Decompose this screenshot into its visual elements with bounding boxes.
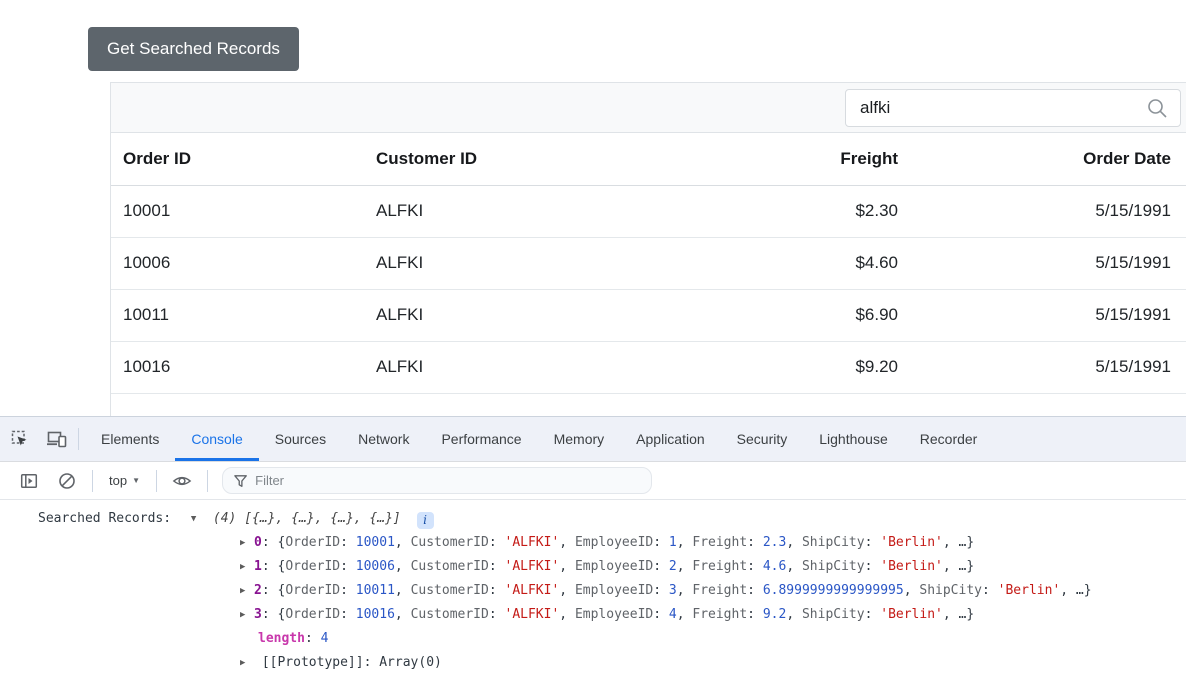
- expand-expander-icon[interactable]: ▶: [240, 610, 246, 620]
- table-cell: ALFKI: [364, 341, 656, 394]
- divider: [207, 469, 208, 492]
- prototype-label: [[Prototype]]: [261, 655, 364, 670]
- tab-recorder[interactable]: Recorder: [919, 431, 978, 447]
- tab-application[interactable]: Application: [636, 431, 705, 447]
- array-preview: (4) [{…}, {…}, {…}, {…}]: [212, 511, 401, 526]
- console-toolbar: top ▼: [0, 462, 1186, 500]
- console-output: Searched Records: ▼ (4) [{…}, {…}, {…}, {…: [0, 501, 1186, 685]
- prototype-value: Array(0): [379, 655, 442, 670]
- table-cell: 10011: [111, 289, 364, 342]
- column-header-order-date[interactable]: Order Date: [913, 133, 1186, 186]
- grid-toolbar: [111, 83, 1186, 133]
- expand-expander-icon[interactable]: ▶: [240, 562, 246, 572]
- column-header-customer-id[interactable]: Customer ID: [364, 133, 656, 186]
- console-log-line: Searched Records: ▼ (4) [{…}, {…}, {…}, {…: [0, 507, 1186, 531]
- clear-console-icon[interactable]: [57, 471, 77, 491]
- table-cell: ALFKI: [364, 237, 656, 290]
- column-header-freight[interactable]: Freight: [656, 133, 913, 186]
- console-array-entry[interactable]: ▶0: {OrderID: 10001, CustomerID: 'ALFKI'…: [0, 531, 1186, 555]
- tab-console[interactable]: Console: [175, 417, 260, 461]
- collapse-expander-icon[interactable]: ▼: [190, 514, 197, 524]
- tab-lighthouse[interactable]: Lighthouse: [819, 431, 888, 447]
- tab-network[interactable]: Network: [358, 431, 410, 447]
- console-filter[interactable]: [222, 467, 652, 494]
- tab-performance[interactable]: Performance: [441, 431, 522, 447]
- table-cell: 5/15/1991: [913, 185, 1186, 238]
- divider: [78, 428, 79, 450]
- inspect-element-icon[interactable]: [10, 429, 30, 449]
- devtools-tabs: Elements Console Sources Network Performance…: [85, 417, 993, 461]
- filter-funnel-icon: [234, 474, 247, 487]
- context-label: top: [109, 473, 128, 488]
- device-toolbar-icon[interactable]: [46, 429, 68, 449]
- expand-expander-icon[interactable]: ▶: [240, 586, 246, 596]
- table-cell: $9.20: [656, 341, 913, 394]
- table-cell: 5/15/1991: [913, 341, 1186, 394]
- table-cell: 10006: [111, 237, 364, 290]
- table-cell: 5/15/1991: [913, 237, 1186, 290]
- table-cell: 10001: [111, 185, 364, 238]
- chevron-down-icon: ▼: [132, 476, 140, 485]
- context-selector[interactable]: top ▼: [109, 473, 140, 488]
- table-cell: ALFKI: [364, 185, 656, 238]
- table-cell: ALFKI: [364, 289, 656, 342]
- column-header-order-id[interactable]: Order ID: [111, 133, 364, 186]
- length-key: length: [258, 631, 305, 646]
- table-cell: $6.90: [656, 289, 913, 342]
- console-entries: ▶0: {OrderID: 10001, CustomerID: 'ALFKI'…: [0, 531, 1186, 627]
- tab-elements[interactable]: Elements: [101, 431, 160, 447]
- console-sidebar-icon[interactable]: [19, 471, 39, 491]
- devtools-icon-group: [0, 417, 72, 461]
- divider: [92, 469, 93, 492]
- expand-expander-icon[interactable]: ▶: [240, 658, 246, 668]
- tab-sources[interactable]: Sources: [274, 431, 327, 447]
- log-label: Searched Records:: [38, 511, 172, 526]
- search-input[interactable]: [846, 98, 1146, 118]
- devtools-panel: Elements Console Sources Network Performance…: [0, 416, 1186, 685]
- divider: [156, 469, 157, 492]
- filter-input[interactable]: [255, 473, 641, 488]
- get-searched-records-button[interactable]: Get Searched Records: [88, 27, 299, 71]
- tab-security[interactable]: Security: [736, 431, 788, 447]
- tab-memory[interactable]: Memory: [553, 431, 605, 447]
- table-cell: 5/15/1991: [913, 289, 1186, 342]
- table-cell: $2.30: [656, 185, 913, 238]
- expand-expander-icon[interactable]: ▶: [240, 538, 246, 548]
- console-length-line: length: 4: [258, 631, 329, 646]
- table-cell: $4.60: [656, 237, 913, 290]
- console-info-icon[interactable]: i: [416, 512, 434, 529]
- table-cell: 10016: [111, 341, 364, 394]
- live-expression-eye-icon[interactable]: [172, 471, 192, 491]
- console-prototype-line: ▶ [[Prototype]]: Array(0): [0, 651, 1186, 675]
- search-icon[interactable]: [1146, 97, 1168, 119]
- grid-search-box[interactable]: [845, 89, 1181, 127]
- console-array-entry[interactable]: ▶3: {OrderID: 10016, CustomerID: 'ALFKI'…: [0, 603, 1186, 627]
- console-array-entry[interactable]: ▶1: {OrderID: 10006, CustomerID: 'ALFKI'…: [0, 555, 1186, 579]
- devtools-tabbar: Elements Console Sources Network Performance…: [0, 417, 1186, 462]
- length-value: 4: [320, 631, 329, 646]
- console-array-entry[interactable]: ▶2: {OrderID: 10011, CustomerID: 'ALFKI'…: [0, 579, 1186, 603]
